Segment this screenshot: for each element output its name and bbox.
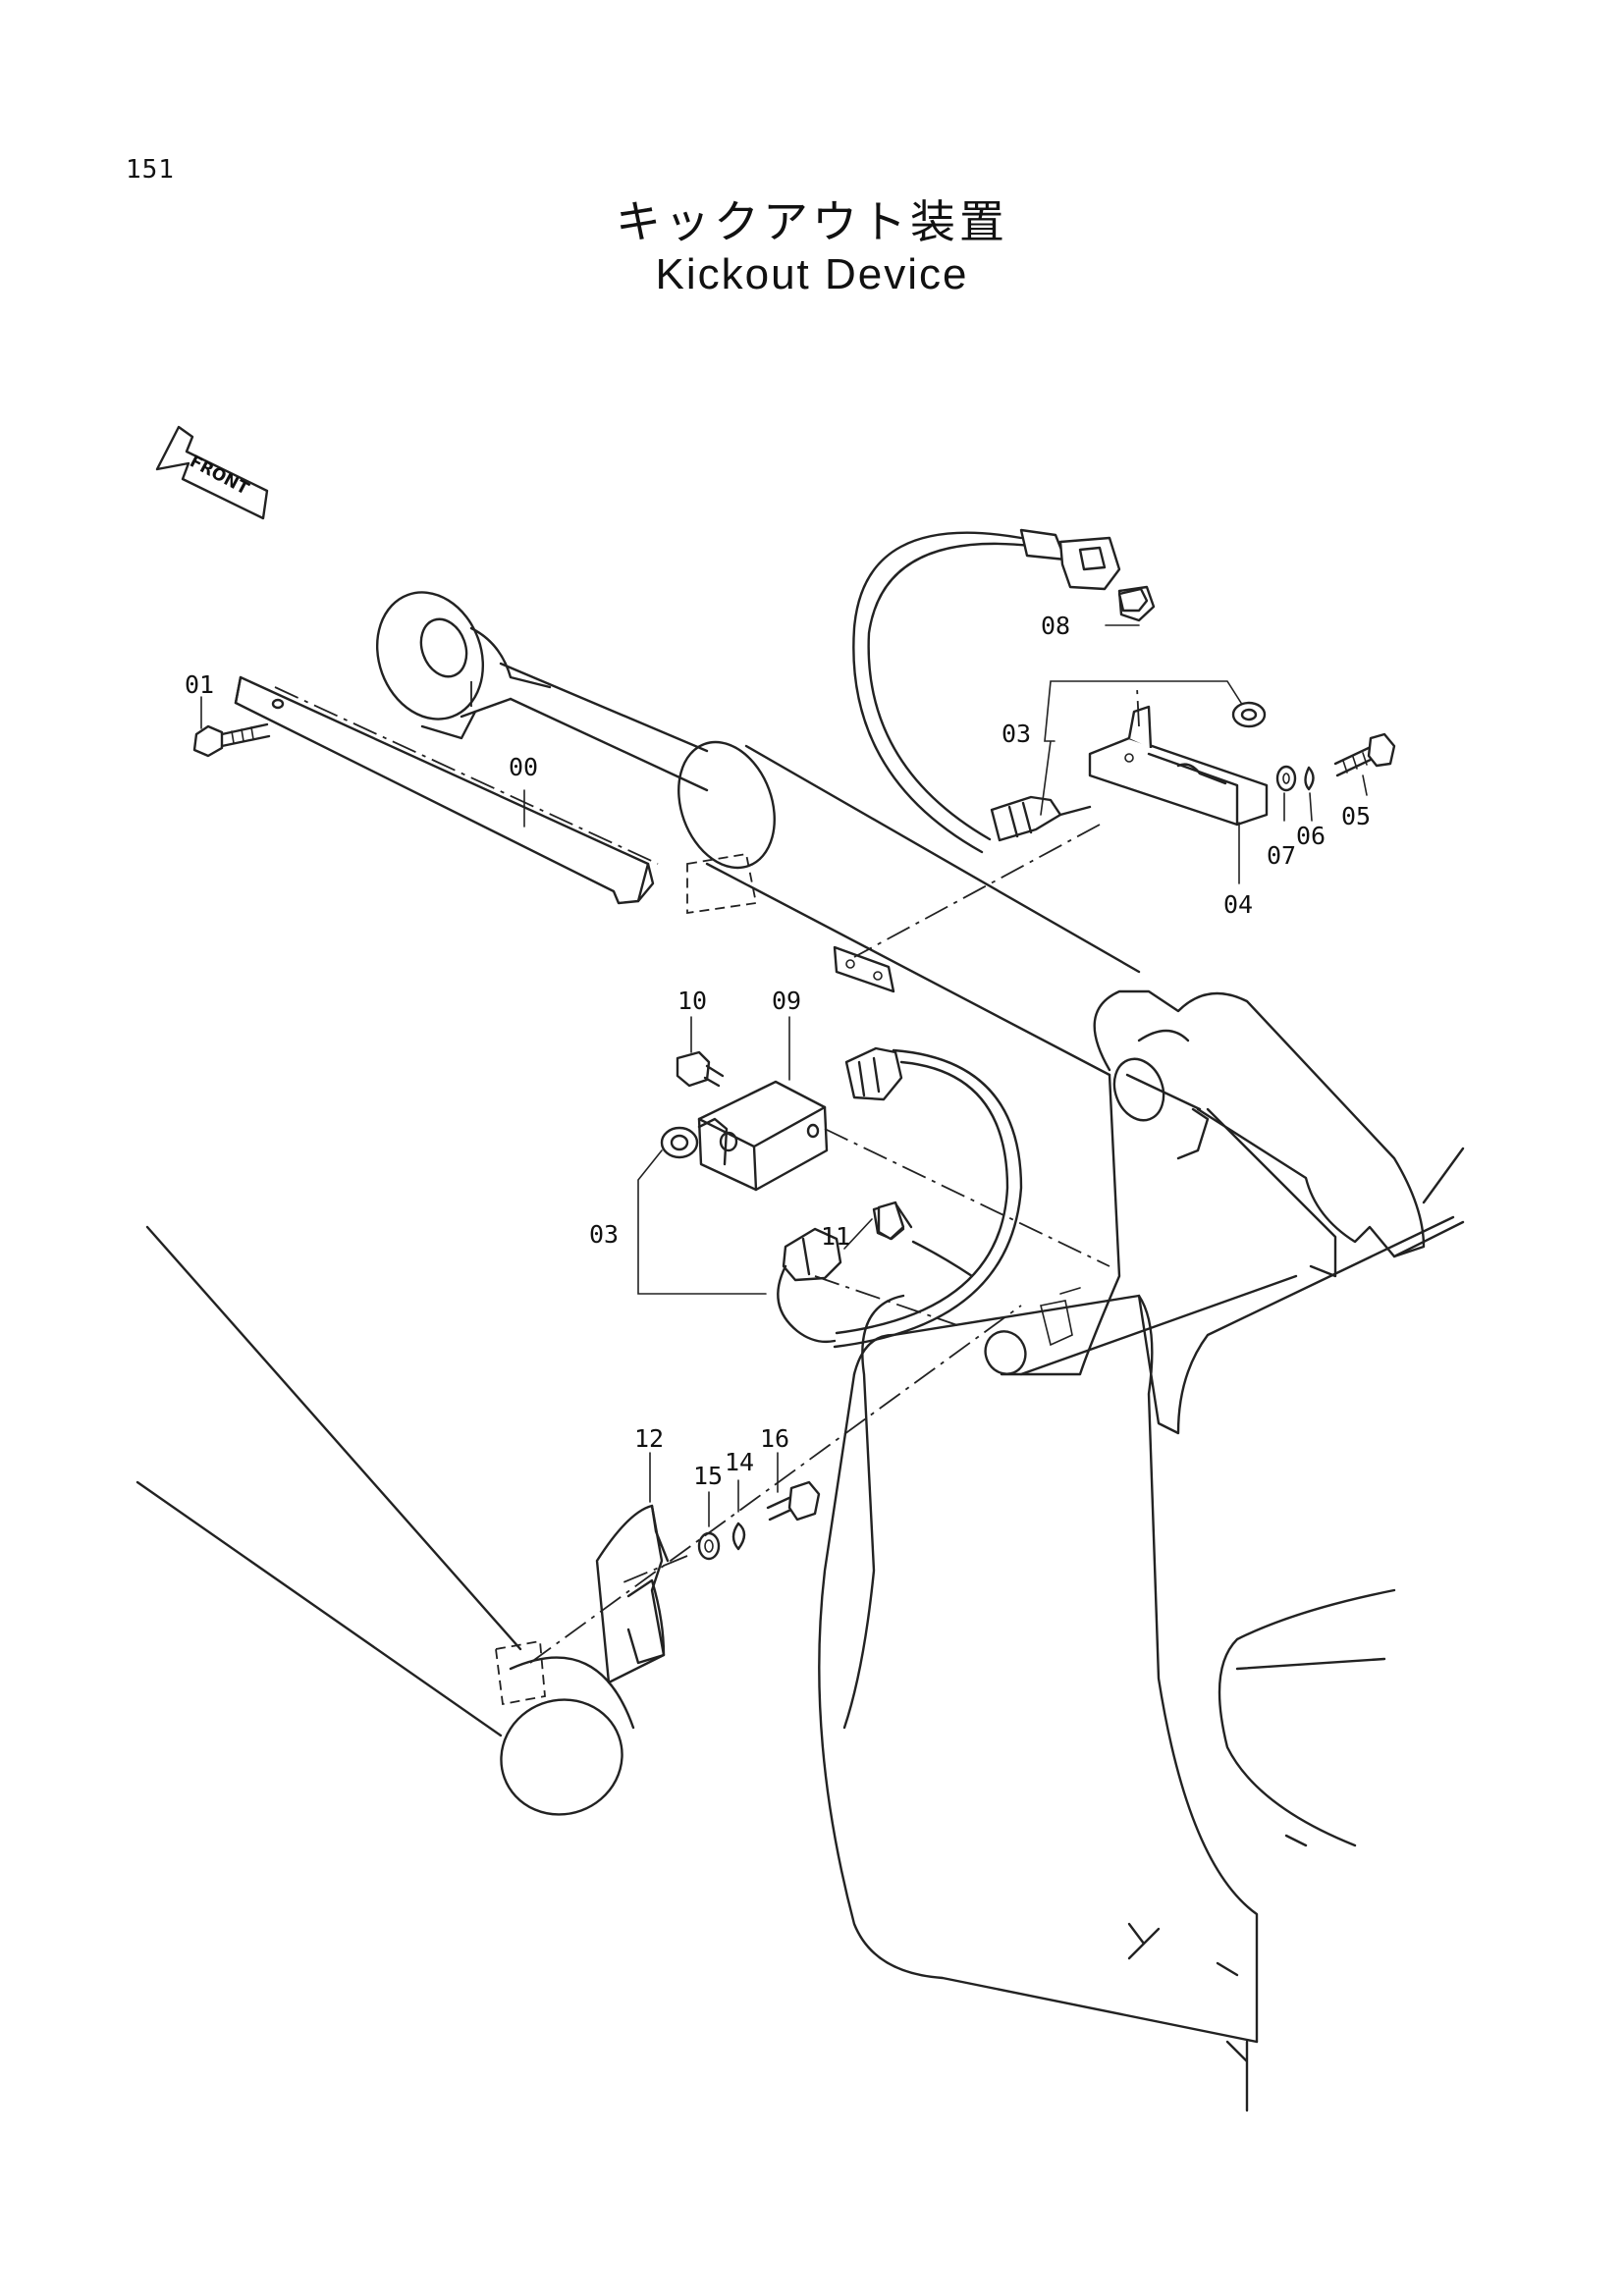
callout-10: 10	[677, 987, 707, 1015]
callout-04: 04	[1223, 890, 1253, 919]
callout-03-upper: 03	[1001, 720, 1031, 748]
callout-11: 11	[821, 1222, 850, 1251]
callout-09: 09	[772, 987, 801, 1015]
lower-sensor-nut	[660, 1126, 699, 1159]
callout-06: 06	[1296, 822, 1326, 850]
front-arrow-icon: FRONT	[155, 425, 269, 520]
callout-14: 14	[725, 1448, 754, 1476]
part-01-bolt	[192, 722, 271, 758]
part-11-clip	[877, 1201, 905, 1241]
callout-07: 07	[1267, 841, 1296, 870]
title-japanese: キックアウト装置	[616, 195, 1008, 248]
part-12-kickout-cam	[595, 1504, 670, 1684]
callout-03-lower: 03	[589, 1220, 619, 1249]
rear-panel-frame	[1218, 1588, 1396, 1847]
boom-cylinder	[677, 740, 1141, 1077]
part-10-bolt	[676, 1050, 725, 1088]
callout-15: 15	[693, 1462, 723, 1490]
part-00-flat-bar	[234, 675, 655, 905]
loader-main-frame	[818, 1073, 1455, 2112]
callout-01: 01	[185, 670, 214, 699]
title-english: Kickout Device	[655, 250, 969, 298]
part-15-washer	[697, 1531, 721, 1561]
callout-05: 05	[1341, 802, 1371, 830]
part-03-proximity-switch-upper	[852, 528, 1156, 854]
part-06-07-washers	[1275, 765, 1315, 792]
assembly-lines	[274, 677, 1140, 1664]
front-arrow-label: FRONT	[187, 452, 252, 499]
part-14-lock-washer	[731, 1522, 746, 1551]
lift-arm-linkage	[1000, 989, 1465, 1376]
callout-12: 12	[634, 1424, 664, 1453]
part-04-bracket	[1088, 701, 1269, 827]
callout-08: 08	[1041, 612, 1070, 640]
part-09-sensor-block	[697, 1080, 829, 1192]
sensor-mount-plate	[833, 945, 895, 993]
callout-16: 16	[760, 1424, 789, 1453]
loader-boom-frame	[135, 1225, 905, 1816]
part-08-clip	[1117, 587, 1149, 613]
part-05-bolt	[1333, 732, 1396, 777]
page-number: 151	[126, 155, 175, 185]
part-03-proximity-switch-lower	[777, 1046, 1023, 1349]
pin-ring-boss	[375, 591, 709, 792]
part-16-bolt	[766, 1480, 821, 1522]
callout-00: 00	[509, 753, 538, 781]
leader-lines	[200, 624, 1368, 1527]
